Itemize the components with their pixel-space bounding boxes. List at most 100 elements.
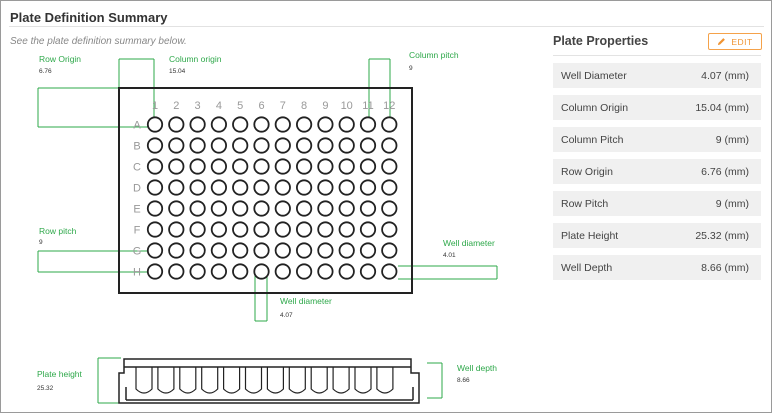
well <box>295 179 313 196</box>
well <box>210 116 227 133</box>
well <box>146 263 164 280</box>
well <box>189 263 206 280</box>
well <box>317 200 334 217</box>
column-label: 1 <box>152 100 158 112</box>
side-well <box>223 367 241 394</box>
well <box>232 242 249 259</box>
row-origin-label: Row Origin <box>39 54 81 64</box>
well <box>359 200 377 217</box>
well <box>274 158 291 175</box>
side-well <box>179 367 197 394</box>
well <box>338 200 355 217</box>
side-well <box>157 367 175 394</box>
property-value: 9 (mm) <box>715 133 749 146</box>
column-origin-label: Column origin <box>169 54 222 64</box>
well <box>274 116 291 133</box>
well <box>359 242 377 259</box>
column-label: 10 <box>341 100 353 112</box>
well <box>146 242 164 259</box>
well <box>210 158 227 175</box>
page-title: Plate Definition Summary <box>10 10 168 25</box>
well <box>232 179 249 196</box>
well <box>359 263 377 280</box>
well <box>189 200 206 217</box>
row-label: F <box>134 225 141 237</box>
property-label: Well Depth <box>561 261 613 274</box>
column-origin-value: 15.04 <box>169 68 186 75</box>
column-label: 3 <box>195 100 201 112</box>
row-label: E <box>133 204 140 216</box>
property-label: Row Origin <box>561 165 613 178</box>
well <box>317 116 334 133</box>
plate-side-profile <box>118 358 420 404</box>
well <box>295 116 313 133</box>
property-row: Well Depth 8.66 (mm) <box>553 255 761 280</box>
property-value: 8.66 (mm) <box>701 261 749 274</box>
well <box>232 158 249 175</box>
well <box>381 200 398 217</box>
well-grid <box>146 116 398 280</box>
well <box>146 179 164 196</box>
well <box>189 242 206 259</box>
property-label: Row Pitch <box>561 197 609 210</box>
well <box>210 221 227 238</box>
edit-button[interactable]: EDIT <box>708 33 762 50</box>
well <box>359 158 377 175</box>
column-pitch-label: Column pitch <box>409 50 459 60</box>
side-well <box>288 367 306 394</box>
well <box>317 242 334 259</box>
properties-title: Plate Properties <box>553 34 649 48</box>
well <box>189 221 206 238</box>
well <box>295 221 313 238</box>
well <box>253 116 270 133</box>
well <box>317 221 334 238</box>
well <box>189 137 206 154</box>
row-label: B <box>133 141 140 153</box>
side-well <box>135 367 153 394</box>
well <box>146 116 164 133</box>
well <box>274 263 291 280</box>
column-label: 4 <box>216 100 222 112</box>
well <box>210 179 227 196</box>
well <box>338 179 355 196</box>
well <box>253 242 270 259</box>
well <box>274 179 291 196</box>
well <box>210 242 227 259</box>
well <box>168 242 185 259</box>
column-label: 2 <box>173 100 179 112</box>
property-label: Column Pitch <box>561 133 624 146</box>
well <box>317 137 334 154</box>
side-well <box>332 367 350 394</box>
side-well <box>376 367 394 394</box>
well <box>359 221 377 238</box>
well <box>274 137 291 154</box>
well <box>232 221 249 238</box>
well <box>168 158 185 175</box>
well <box>359 179 377 196</box>
well <box>210 137 227 154</box>
well <box>210 263 227 280</box>
side-well <box>266 367 284 394</box>
well <box>253 200 270 217</box>
property-label: Plate Height <box>561 229 619 242</box>
well <box>168 221 185 238</box>
well <box>359 137 377 154</box>
well <box>146 137 164 154</box>
well <box>317 179 334 196</box>
plate-height-label: Plate height <box>37 369 83 379</box>
row-label: C <box>133 162 141 174</box>
well <box>338 242 355 259</box>
well <box>381 179 398 196</box>
well <box>253 179 270 196</box>
plate-height-value: 25.32 <box>37 385 54 392</box>
side-well <box>244 367 263 394</box>
well <box>381 242 398 259</box>
well <box>168 200 185 217</box>
row-label: D <box>133 183 141 195</box>
